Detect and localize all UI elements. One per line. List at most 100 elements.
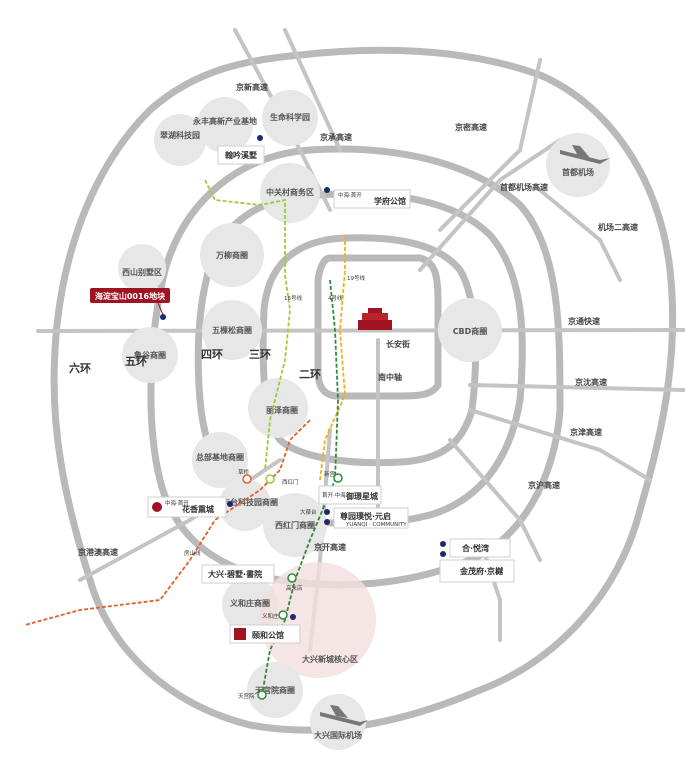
project-label-zhonggu: 合·悦湾 [461,543,489,553]
project-card-xuefu[interactable]: 中海·首开 学府公馆 [324,187,411,209]
metro-line-19 [319,235,346,481]
changan-street-road [36,328,685,333]
ring-label-4: 四环 [201,348,223,361]
jingmi-highway [438,58,542,232]
district-label-cuihu: 翠湖科技园 [160,130,200,140]
station-label-yizhuang: 义和庄 [262,612,279,620]
location-pin-icon [227,501,233,507]
location-pin-icon [257,135,263,141]
metro-line-orange [24,419,311,626]
location-pin-icon [290,614,296,620]
project-label-dasiyuan: 大兴·碧墅·書院 [208,569,262,579]
airplane-icon [560,145,610,164]
road-label-south-axis: 南中轴 [378,372,402,382]
road-label-jingmi: 京密高速 [455,122,487,132]
brand-logo-icon [234,628,246,640]
project-card-zhonggu[interactable]: 合·悦湾 [440,538,511,558]
district-label-zhongguancun: 中关村商务区 [266,187,314,197]
district-label-capital-airport: 首都机场 [562,167,594,177]
district-label-wanliu: 万柳商圈 [215,250,248,260]
metro-label-lime: 16号线 [284,294,302,302]
project-card-yuxing[interactable]: 首开·中海 御璟星城 [318,485,382,505]
ring-label-2: 二环 [299,368,321,381]
jingcheng-highway [283,28,342,152]
road-label-jinggang: 京港澳高速 [78,547,118,557]
project-prefix-huaxiang: 中海·首开 [165,499,189,507]
district-lugu [122,327,178,383]
project-label-yuxi: 翰吟溪墅 [225,150,257,160]
district-label-lugu: 鲁谷商圈 [133,350,166,360]
jinghu-highway [448,438,542,562]
district-label-tiangong: 天宫院商圈 [255,685,295,695]
location-pin-icon [440,541,446,547]
metro-label-19: 19号线 [347,274,365,282]
location-pin-icon [324,187,330,193]
ring-label-3: 三环 [249,348,271,361]
project-card-jinchang[interactable]: 金茂府·京樾 [439,559,515,583]
district-label-xishan: 西山别墅区 [122,267,162,277]
district-lize [248,378,308,438]
district-cuihu [154,114,206,166]
metro-label-orange: 房山线 [184,549,201,557]
target-project-marker[interactable]: 海淀宝山0016地块 [90,288,170,320]
metro-label-green: 4号线 [328,294,343,302]
district-label-lize: 丽泽商圈 [266,405,298,415]
location-pin-icon [324,519,330,525]
road-label-jinghu-east: 京沈高速 [575,377,607,387]
district-xishan [118,244,166,292]
district-wanliu [200,223,264,287]
metro-station-dot [265,474,275,484]
road-label-jingcheng: 京承高速 [320,132,352,142]
metro-station-dot [257,690,267,700]
road-label-jingjin: 京津高速 [570,427,602,437]
project-sub-yuanjing: YUANQI · COMMUNITY [345,522,407,528]
project-card-yuanjing[interactable]: 尊园璞悦·元启 YUANQI · COMMUNITY [324,507,409,529]
project-label-jinchang: 金茂府·京樾 [459,566,504,576]
metro-station-dot [333,473,343,483]
project-card-huaxiang[interactable]: 中海·首开 花香熏城 [147,496,233,518]
project-prefix-yuxing: 首开·中海 [322,491,346,499]
ring-2-road [314,254,442,400]
project-label-huaxiang: 花香熏城 [182,504,214,514]
road-label-changan: 长安街 [386,339,410,349]
district-cbd [438,298,502,362]
brand-logo-icon [152,502,162,512]
district-label-zongbu: 总部基地商圈 [196,452,244,462]
district-wukesong [202,300,262,360]
project-label-yihe: 颐和公馆 [252,630,284,640]
district-zhongguancun [260,163,320,223]
project-card-yuxi[interactable]: 翰吟溪墅 [217,135,265,165]
district-label-wukesong: 五棵松商圈 [212,325,252,335]
location-pin-icon [440,551,446,557]
station-label-dianqiao: 大葆台 [300,508,317,516]
jingshen-highway [468,383,685,392]
road-label-jinghu: 京沪高速 [528,480,560,490]
station-label-jingnan: 新宫 [324,470,336,478]
district-capital-airport [546,133,610,197]
metro-line-lime [204,179,291,471]
district-label-fengtai: 丰台科技园商圈 [222,497,278,507]
project-prefix-xuefu: 中海·首开 [338,191,362,199]
station-label-tiangongyuan: 天宫院 [238,692,255,700]
station-label-gaomidian: 高米店 [286,584,303,592]
metro-station-dot [242,474,252,484]
district-label-life-science: 生命科学园 [270,112,310,122]
ring-3-road [259,234,480,467]
district-label-daxing-airport: 大兴国际机场 [314,730,362,740]
project-card-yihe[interactable]: 颐和公馆 [229,614,301,644]
district-label-cbd: CBD商圈 [453,326,488,336]
ring-label-6: 六环 [69,361,91,375]
airport-expressway [418,138,562,272]
road-label-airport-expressway: 首都机场高速 [500,182,548,192]
airplane-icon [320,705,368,726]
project-card-dasiyuan[interactable]: 大兴·碧墅·書院 [201,564,275,584]
district-label-yizhuang: 义和庄商圈 [229,598,270,608]
district-xihongmen [263,493,327,557]
road-label-jingtong: 京通快速 [568,316,600,326]
district-daxing-airport [310,694,366,750]
district-label-daxing-core: 大兴新城核心区 [302,654,358,664]
road-label-airport-2nd: 机场二高速 [598,222,638,232]
ring-label-5: 五环 [125,355,147,368]
ring-6-road [50,46,677,734]
